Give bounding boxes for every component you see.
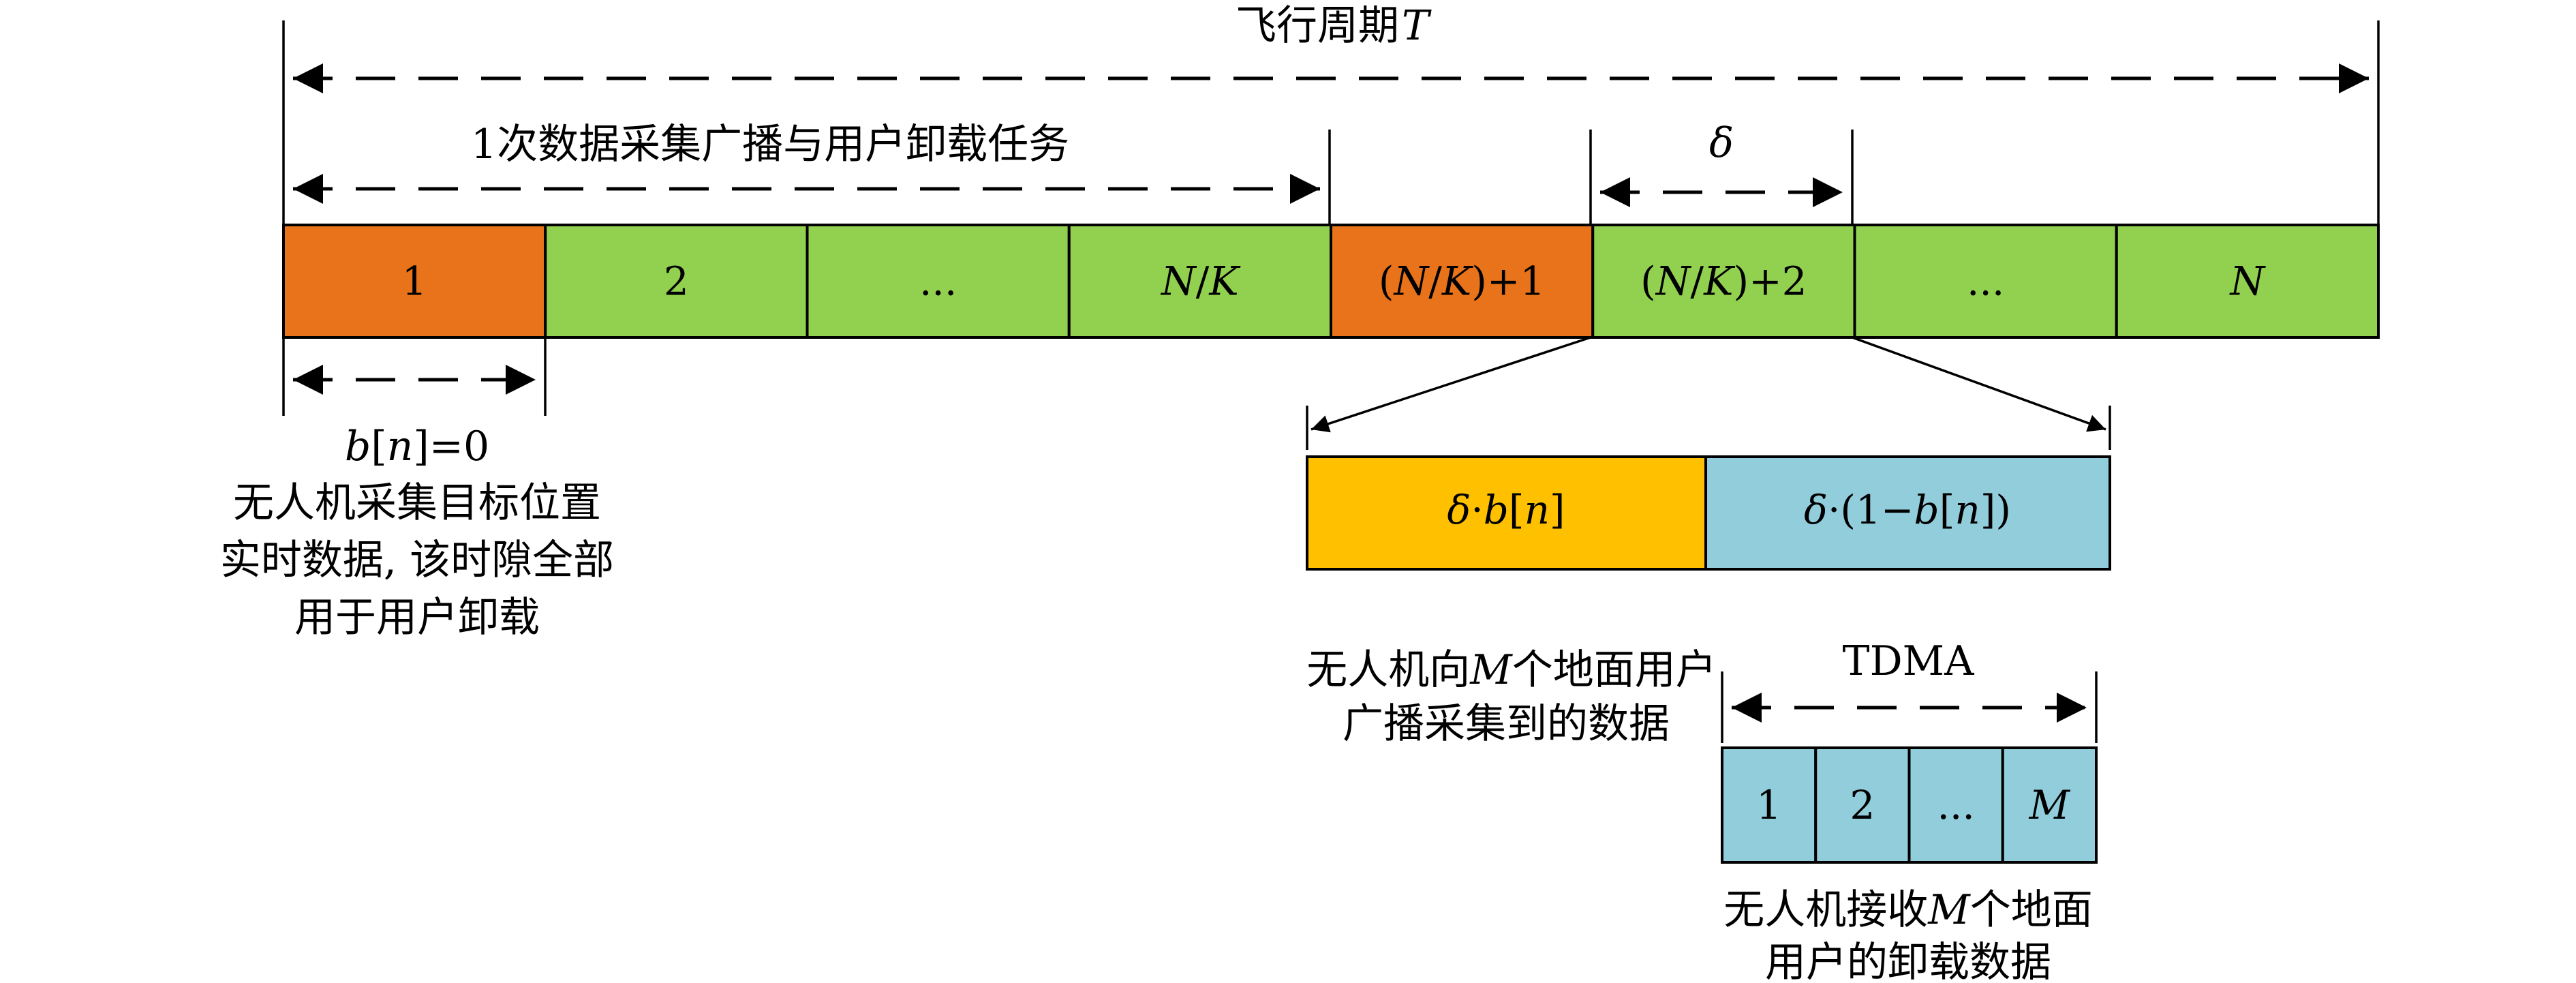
- broadcast-subslot: [1306, 455, 1707, 571]
- timeslot: 1: [282, 224, 547, 339]
- timeslot-label: ...: [919, 258, 957, 305]
- task-span-label: 1次数据采集广播与用户卸载任务: [471, 121, 1069, 168]
- slot-width-label: δ: [1709, 119, 1734, 167]
- timeslot-cell: [1853, 224, 2118, 339]
- timeslot: N: [2115, 224, 2380, 339]
- timeslot-label: N: [2229, 258, 2267, 305]
- timeline-slots: 1 2... N/K (N/K)+1 (N/K)+2... N: [282, 224, 2380, 339]
- offload-note-line: 用户的卸载数据: [1765, 939, 2051, 983]
- broadcast-subslot-label: δ·b[n]: [1447, 487, 1565, 533]
- tdma-slots: 1 2... M: [1721, 746, 2098, 864]
- timeslot-label: (N/K)+1: [1379, 258, 1545, 305]
- tdma-slot: 2: [1814, 746, 1911, 864]
- first-slot-dimension: [282, 337, 547, 416]
- first-slot-note-line: 用于用户卸载: [294, 594, 540, 641]
- timeslot-cell: [1591, 224, 1856, 339]
- task-span-dimension: 1次数据采集广播与用户卸载任务: [293, 121, 1331, 225]
- timeslot-cell: [1330, 224, 1595, 339]
- tdma-slot-label: M: [2029, 782, 2071, 828]
- flight-period-label: 飞行周期T: [1236, 2, 1432, 50]
- timeslot: ...: [1853, 224, 2118, 339]
- flight-period-dimension: 飞行周期T: [282, 2, 2380, 225]
- tdma-slot-label: 1: [1756, 782, 1781, 828]
- offload-note: 无人机接收M个地面 用户的卸载数据: [1723, 886, 2092, 983]
- timeslot-label: (N/K)+2: [1640, 258, 1807, 305]
- first-slot-note: b[n]=0 无人机采集目标位置 实时数据, 该时隙全部 用于用户卸载: [220, 423, 614, 641]
- first-slot-note-line: 无人机采集目标位置: [233, 479, 601, 527]
- tdma-slot: 1: [1721, 746, 1818, 864]
- tdma-slot-label: 2: [1850, 782, 1875, 828]
- broadcast-note-line: 广播采集到的数据: [1343, 700, 1670, 748]
- first-slot-condition: b[n]=0: [345, 423, 489, 470]
- offload-subslot: [1704, 455, 2111, 571]
- timeslot-cell: [806, 224, 1071, 339]
- timeslot: 2: [544, 224, 809, 339]
- timeslot: (N/K)+2: [1591, 224, 1856, 339]
- timeslot-cell: [544, 224, 809, 339]
- timeslot-label: 2: [664, 258, 689, 305]
- timeslot-label: ...: [1967, 258, 2004, 305]
- split-slot: δ·b[n] δ·(1−b[n]): [1306, 455, 2111, 571]
- offload-subslot-label: δ·(1−b[n]): [1804, 487, 2011, 533]
- timeslot: N/K: [1067, 224, 1332, 339]
- timeslot-label: N/K: [1160, 258, 1241, 305]
- zoom-connector: [1306, 336, 2111, 450]
- tdma-dimension: TDMA: [1721, 637, 2098, 743]
- tdma-slot-cell: [1907, 746, 2004, 864]
- tdma-slot-label: ...: [1937, 782, 1974, 828]
- first-slot-note-line: 实时数据, 该时隙全部: [220, 536, 614, 584]
- tdma-label: TDMA: [1843, 637, 1975, 685]
- timeslot-cell: [2115, 224, 2380, 339]
- broadcast-note-line: 无人机向M个地面用户: [1306, 646, 1716, 694]
- tdma-slot: M: [2001, 746, 2098, 864]
- tdma-slot-cell: [2001, 746, 2098, 864]
- timeslot: ...: [806, 224, 1071, 339]
- slot-width-dimension: δ: [1589, 119, 1854, 225]
- offload-note-line: 无人机接收M个地面: [1723, 886, 2092, 934]
- broadcast-note: 无人机向M个地面用户 广播采集到的数据: [1306, 646, 1716, 748]
- timeslot-label: 1: [402, 258, 427, 305]
- tdma-slot-cell: [1721, 746, 1818, 864]
- tdma-slot: ...: [1907, 746, 2004, 864]
- timeslot: (N/K)+1: [1330, 224, 1595, 339]
